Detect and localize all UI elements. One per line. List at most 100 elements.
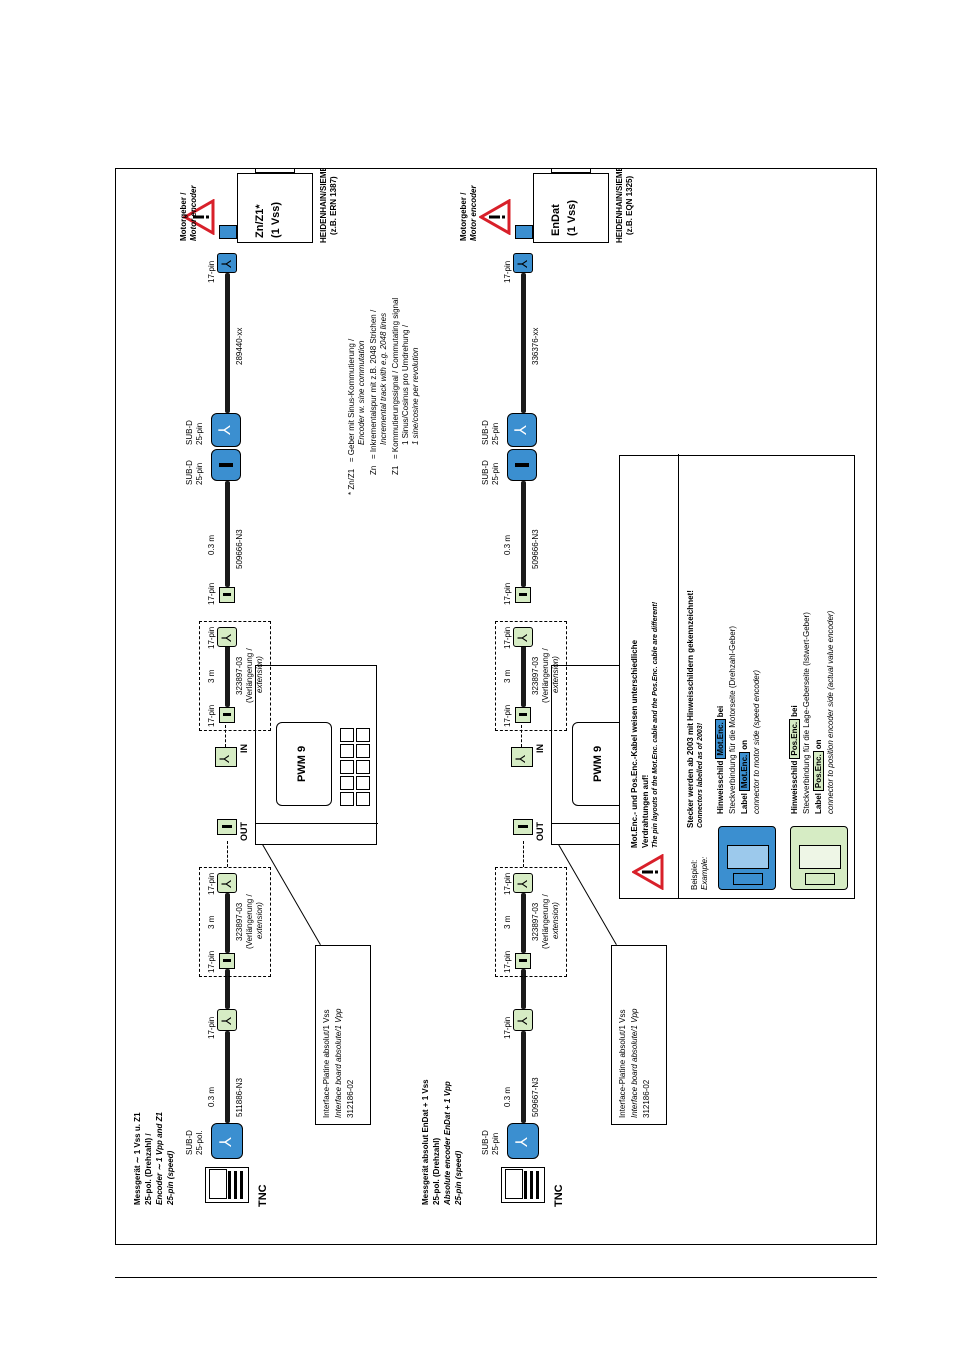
top-connector-17pin-1: ⅄ xyxy=(217,1009,237,1031)
mot-enc-tag: Mot.Enc. xyxy=(715,719,726,759)
bottom-pin-1: 17-pin xyxy=(503,1016,512,1039)
bottom-motorgeber-2: Motor encoder xyxy=(469,185,478,241)
top-ext2-plug-b: ⅄ xyxy=(217,627,237,647)
bottom-in-label: IN xyxy=(535,744,545,753)
top-cable-3-id: 289440-xx xyxy=(235,327,244,365)
top-out-socket xyxy=(217,819,237,835)
bottom-in-socket: ⅄ xyxy=(511,747,533,767)
top-ext1-pin-b: 17-pin xyxy=(207,872,216,895)
bottom-subd-b-2: 25-pin xyxy=(491,422,500,445)
top-encoder-shaft xyxy=(255,168,295,173)
top-warning-icon xyxy=(183,199,215,235)
top-ext1-de: (Verlängerung / xyxy=(245,894,254,949)
footnote-2: Encoder w. sine commutation xyxy=(357,340,366,446)
bottom-ext2-de: (Verlängerung / xyxy=(541,648,550,703)
bottom-encoder-shaft xyxy=(551,168,591,173)
top-interface-board-box: Interface-Platine absolut/1 Vss Interfac… xyxy=(315,945,371,1125)
bottom-iface-2: Interface board absolute/1 Vpp xyxy=(630,1008,639,1118)
bottom-ext2-pin-b: 17-pin xyxy=(503,626,512,649)
footnote-5: Z1 = Kommutierungssignal / Commutating s… xyxy=(391,297,400,475)
bottom-cable-2-id: 509666-N3 xyxy=(531,529,540,569)
top-ext2-plug-a xyxy=(219,707,235,723)
top-iface-3: 312186-02 xyxy=(346,1079,355,1118)
top-iface-1: Interface-Platine absolut/1 Vss xyxy=(322,1009,331,1118)
top-title-1: Messgerät ∼ 1 Vss u. Z1 xyxy=(133,1112,142,1205)
bottom-ext1-len: 3 m xyxy=(503,915,512,929)
diagram-stage: Messgerät ∼ 1 Vss u. Z1 25-pol. (Drehzah… xyxy=(115,168,877,1245)
bottom-encoder-socket xyxy=(515,225,533,239)
tnc-screen xyxy=(209,1169,227,1199)
top-motorgeber-1: Motorgeber / xyxy=(179,192,188,241)
top-title-2: 25-pol. (Drehzahl) / xyxy=(144,1133,153,1205)
top-ext2-pin-a: 17-pin xyxy=(207,704,216,727)
top-subd-b-2: 25-pin xyxy=(195,422,204,445)
top-cable-2-id: 509666-N3 xyxy=(235,529,244,569)
top-iface-2: Interface board absolute/1 Vpp xyxy=(334,1008,343,1118)
bottom-subd-tnc-1: SUB-D xyxy=(481,1130,490,1155)
bottom-ext1-plug-a xyxy=(515,953,531,969)
note-example: Example: xyxy=(700,856,709,890)
top-title-en-2: 25-pin (speed) xyxy=(166,1150,175,1205)
bottom-maker-1: HEIDENHAIN/SIEMENS xyxy=(615,168,624,243)
bottom-iface-1: Interface-Platine absolut/1 Vss xyxy=(618,1009,627,1118)
top-ext1-en: extension) xyxy=(255,902,264,939)
connector-note-box: Mot.Enc.- und Pos.Enc.-Kabel weisen unte… xyxy=(619,454,855,899)
note-pos-connector-illustration xyxy=(790,826,848,890)
bottom-connector-17pin-1: ⅄ xyxy=(513,1009,533,1031)
top-subd-connector-b: ⅄ xyxy=(211,413,241,447)
top-encoder-socket xyxy=(219,225,237,239)
note-warn-1: Mot.Enc.- und Pos.Enc.-Kabel weisen unte… xyxy=(630,639,639,848)
note-mot-hinweis: HinweisschildMot.Enc.bei xyxy=(715,705,726,814)
top-subd-a-2: 25-pin xyxy=(195,462,204,485)
note-pos-en: connector to position encoder side (actu… xyxy=(826,610,835,814)
bottom-ext2-en: extension) xyxy=(551,656,560,693)
top-cable-3 xyxy=(225,273,230,413)
top-maker-1: HEIDENHAIN/SIEMENS xyxy=(319,168,328,243)
note-pos-label: LabelPos.Enc.on xyxy=(813,739,824,814)
bottom-title-en-1: Absolute encoder EnDat + 1 Vpp xyxy=(443,1081,452,1205)
bottom-ext1-cable xyxy=(521,893,526,953)
bottom-cable-1 xyxy=(521,1031,526,1123)
bottom-out-label: OUT xyxy=(535,822,545,841)
bottom-cable-2 xyxy=(521,481,526,587)
top-pin-2: 17-pin xyxy=(207,582,216,605)
bottom-len-1: 0.3 m xyxy=(503,1086,512,1107)
note-head-2: Connectors labelled as of 2003! xyxy=(697,722,704,828)
top-ext2-cable xyxy=(225,645,230,707)
top-subd-connector-tnc: ⅄ xyxy=(211,1123,243,1159)
bottom-ext2-cable xyxy=(521,645,526,707)
note-warning-icon xyxy=(632,854,664,890)
footnote-6: 1 Sinus/Cosinus pro Umdrehung / xyxy=(401,324,410,445)
top-cable-2 xyxy=(225,481,230,587)
bottom-ext1-de: (Verlängerung / xyxy=(541,894,550,949)
top-in-label: IN xyxy=(239,744,249,753)
footnote-3: Zn = Inkrementalspur mit z.B. 2048 Stric… xyxy=(369,309,378,475)
note-warn-2: Verdrahtungen auf! xyxy=(641,774,650,848)
top-pwm9-label: PWM 9 xyxy=(296,745,308,782)
note-mot-de: Steckverbindung für die Motorseite (Dreh… xyxy=(728,625,737,814)
bottom-ext2-pin-a: 17-pin xyxy=(503,704,512,727)
top-maker-2: (z.B. ERN 1387) xyxy=(329,176,338,235)
diagram-frame xyxy=(115,168,877,1245)
top-ext1-len: 3 m xyxy=(207,915,216,929)
bottom-tnc-unit xyxy=(501,1167,545,1203)
bottom-len-2: 0.3 m xyxy=(503,534,512,555)
note-mot-label: LabelMot.Enc.on xyxy=(739,739,750,814)
bottom-cable-3-id: 336376-xx xyxy=(531,327,540,365)
top-ext2-en: extension) xyxy=(255,656,264,693)
bottom-out-socket xyxy=(513,819,533,835)
bottom-pwm9-label: PWM 9 xyxy=(592,745,604,782)
tnc-unit xyxy=(205,1167,249,1203)
top-ext2-len: 3 m xyxy=(207,669,216,683)
bottom-ext2-len: 3 m xyxy=(503,669,512,683)
note-pos-de: Steckverbindung für die Lage-Geberseite … xyxy=(802,612,811,814)
top-encoder-label-1: Zn/Z1* xyxy=(254,204,266,238)
bottom-cable-1-id: 509667-N3 xyxy=(531,1077,540,1117)
note-mot-en: connector to motor side (speed encoder) xyxy=(752,669,761,814)
note-pos-hinweis: HinweisschildPos.Enc.bei xyxy=(789,705,800,814)
bottom-ext1-en: extension) xyxy=(551,902,560,939)
bottom-pin-3: 17-pin xyxy=(503,260,512,283)
footnote-7: 1 sine/cosine per revolution xyxy=(411,347,420,445)
top-pwm9-unit: PWM 9 xyxy=(255,665,378,845)
bottom-motorgeber-1: Motorgeber / xyxy=(459,192,468,241)
